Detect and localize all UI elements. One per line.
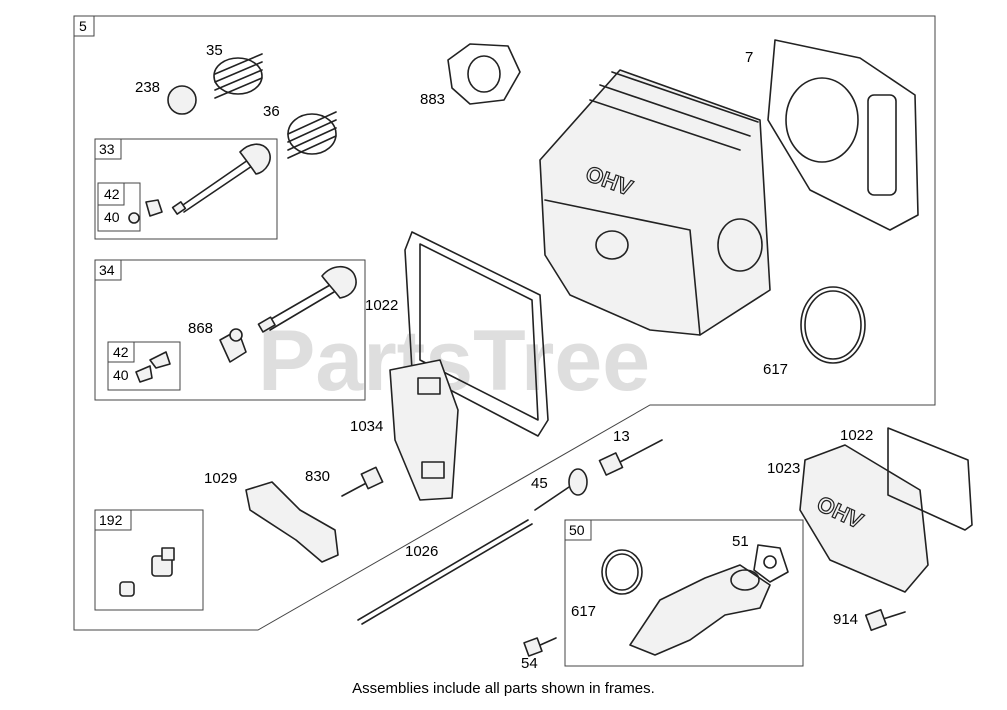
frame-label-50: 50 (569, 522, 585, 538)
bolt-icon (523, 637, 557, 657)
gasket-icon (753, 544, 789, 583)
frame-intake-valve (94, 138, 278, 240)
part-label-13: 13 (613, 428, 630, 445)
frame-label-192: 192 (99, 512, 123, 528)
part-label-830: 830 (305, 468, 330, 485)
part-label-883: 883 (420, 91, 445, 108)
valve-seal-icon (219, 328, 247, 363)
engine-head-icon: OHV (539, 69, 771, 336)
frame-intake-manifold (564, 519, 804, 667)
breather-fitting-icon (119, 547, 175, 597)
frame-label-42a: 42 (104, 186, 120, 202)
valve-cover-icon: OHV (799, 444, 929, 593)
valve-cap-icon (167, 85, 197, 115)
valve-icon (171, 143, 271, 215)
o-ring-icon (800, 286, 866, 364)
frame-label-main: 5 (79, 18, 87, 34)
part-label-1023: 1023 (767, 460, 800, 477)
part-label-1022b: 1022 (840, 427, 873, 444)
breather-plate-icon (389, 359, 459, 501)
gasket-icon (404, 231, 549, 437)
frame-label-33: 33 (99, 141, 115, 157)
frame-label-40a: 40 (104, 209, 120, 225)
part-label-51: 51 (732, 533, 749, 550)
spring-icon (287, 111, 337, 159)
diagram-caption: Assemblies include all parts shown in fr… (352, 680, 655, 697)
frame-main-assembly (73, 15, 936, 631)
bolt-icon (598, 439, 663, 476)
watermark: PartsTree (258, 313, 650, 409)
part-label-7: 7 (745, 49, 753, 66)
part-label-238: 238 (135, 79, 160, 96)
part-label-35: 35 (206, 42, 223, 59)
manifold-icon (629, 564, 771, 656)
part-label-617b: 617 (571, 603, 596, 620)
part-label-1022a: 1022 (365, 297, 398, 314)
push-rod-icon (357, 519, 533, 625)
head-gasket-icon (767, 39, 919, 231)
part-label-868: 868 (188, 320, 213, 337)
o-ring-icon (601, 549, 643, 595)
frame-label-42b: 42 (113, 344, 129, 360)
part-label-1034: 1034 (350, 418, 383, 435)
stud-bolt-icon (341, 466, 384, 497)
gasket-icon (887, 427, 973, 531)
part-label-54: 54 (521, 655, 538, 672)
keeper-icon (135, 351, 171, 383)
part-label-1026: 1026 (405, 543, 438, 560)
frame-breather (94, 509, 204, 611)
rod-guide-icon (534, 468, 588, 511)
gasket-icon (447, 43, 521, 105)
frame-label-40b: 40 (113, 367, 129, 383)
valve-icon (257, 265, 357, 333)
rocker-arm-icon (245, 481, 339, 563)
bolt-icon (864, 608, 906, 632)
part-label-617a: 617 (763, 361, 788, 378)
part-label-45: 45 (531, 475, 548, 492)
part-label-914: 914 (833, 611, 858, 628)
spring-icon (213, 53, 263, 99)
part-label-36: 36 (263, 103, 280, 120)
frame-exhaust-valve (94, 259, 366, 401)
part-label-1029: 1029 (204, 470, 237, 487)
frame-label-34: 34 (99, 262, 115, 278)
keeper-icon (128, 199, 163, 224)
